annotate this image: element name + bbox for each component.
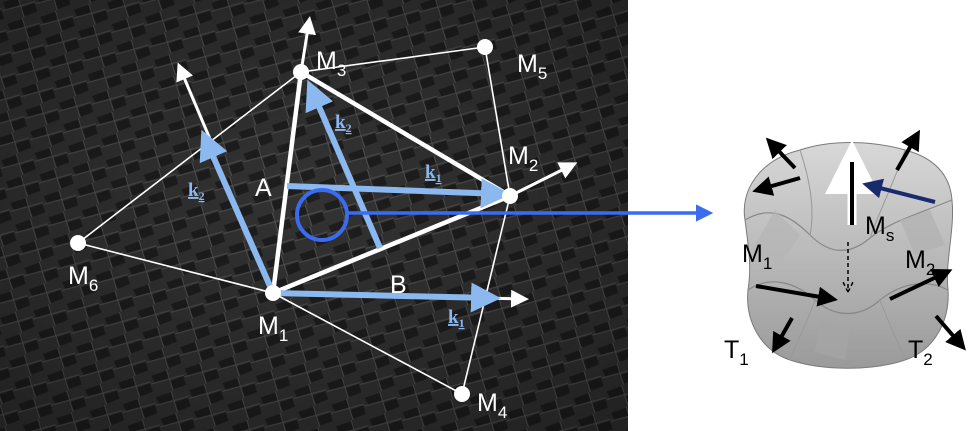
vector-k1-top	[286, 178, 511, 209]
inset-label-m2: M2	[905, 246, 935, 279]
lattice-nodes	[70, 39, 518, 402]
edge-m6-m1	[77, 242, 274, 294]
label-k2-top: k2	[335, 112, 352, 135]
inset-label-t1: T1	[724, 336, 749, 369]
node-m3	[293, 64, 309, 80]
label-m3: M3	[316, 47, 346, 80]
label-point-a: A	[255, 174, 272, 202]
node-m1	[265, 285, 281, 301]
arrow-left-up	[176, 62, 212, 140]
label-k1-bottom: k1	[448, 307, 465, 330]
arrow-m2-out	[889, 268, 953, 301]
inset-surface	[743, 142, 954, 369]
callout-circle	[295, 188, 349, 242]
edge-m6-m3	[77, 71, 302, 244]
vector-k2-top	[305, 79, 383, 250]
arrow-left	[752, 176, 801, 196]
inset-label-m1: M1	[742, 240, 772, 273]
unit-cell-callout	[295, 188, 714, 242]
label-m6: M6	[68, 262, 98, 295]
fabric-photo	[0, 0, 628, 431]
label-m5: M5	[517, 50, 547, 83]
label-m1: M1	[258, 312, 288, 345]
inset-label-t2: T2	[908, 336, 933, 369]
edge-m1-m3	[270, 69, 304, 296]
lattice-vectors	[199, 79, 511, 313]
lattice-lines	[77, 46, 511, 395]
label-k2-left: k2	[188, 180, 205, 203]
arrow-m1-in	[755, 284, 838, 307]
edge-m1-m4	[272, 292, 463, 395]
node-m5	[477, 39, 493, 55]
label-k1-top: k1	[425, 162, 442, 185]
inset-label-ms: Ms	[865, 212, 894, 245]
edge-m3-m5	[300, 46, 486, 73]
label-m2: M2	[508, 142, 538, 175]
arrow-t2	[934, 314, 966, 351]
label-point-b: B	[390, 271, 407, 299]
arrow-upper-left	[765, 137, 797, 170]
dashed-arrow	[842, 242, 854, 293]
arrow-m3-up	[298, 16, 316, 73]
node-m6	[70, 235, 86, 251]
arrow-upper-right	[895, 129, 920, 171]
node-m4	[454, 386, 470, 402]
vector-k2-left	[199, 129, 276, 295]
vector-k1-bottom	[272, 282, 501, 313]
arrow-t1	[772, 317, 794, 354]
node-m2	[502, 188, 518, 204]
label-m4: M4	[477, 389, 507, 422]
edge-m5-m2	[484, 46, 511, 197]
arrow-navy	[862, 178, 936, 204]
arrow-m2-right	[509, 162, 578, 198]
inset-arrows	[752, 129, 966, 354]
edge-m3-m2	[298, 69, 513, 199]
